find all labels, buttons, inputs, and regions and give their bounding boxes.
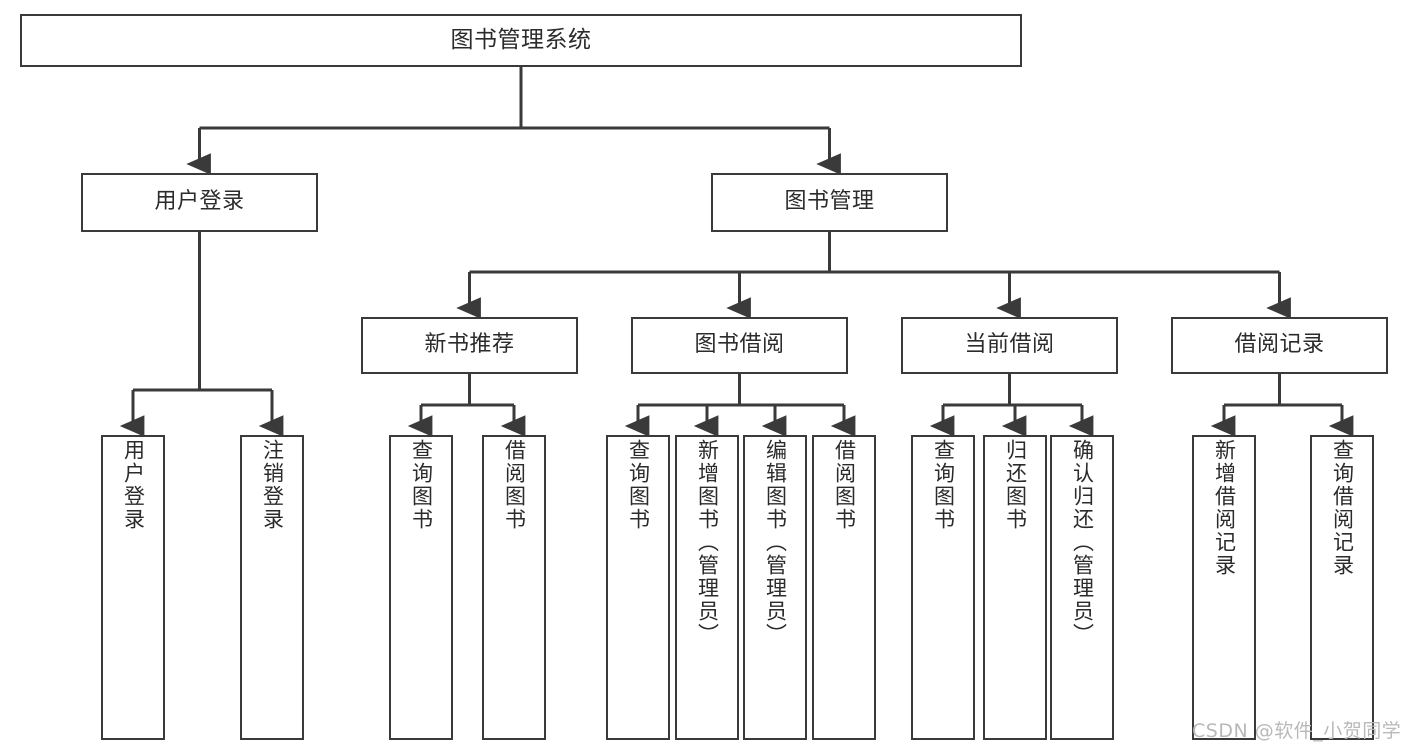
node-root-label: 图书管理系统 bbox=[450, 26, 592, 53]
node-book-borrow-label: 图书借阅 bbox=[694, 332, 785, 358]
leaf-node[interactable]: 查询借阅记录 bbox=[1310, 435, 1374, 740]
leaf-node[interactable]: 用户登录 bbox=[101, 435, 165, 740]
node-new-book-recommend[interactable]: 新书推荐 bbox=[361, 317, 578, 374]
node-book-management[interactable]: 图书管理 bbox=[711, 173, 948, 232]
node-book-borrow[interactable]: 图书借阅 bbox=[631, 317, 848, 374]
leaf-node-label: 查询图书 bbox=[626, 439, 651, 531]
leaf-node[interactable]: 确认归还（管理员） bbox=[1050, 435, 1114, 740]
leaf-node[interactable]: 借阅图书 bbox=[812, 435, 876, 740]
node-borrow-record-label: 借阅记录 bbox=[1234, 332, 1325, 358]
leaf-node-label: 用户登录 bbox=[121, 439, 146, 531]
leaf-node-label: 查询借阅记录 bbox=[1330, 439, 1355, 577]
leaf-node[interactable]: 新增借阅记录 bbox=[1192, 435, 1256, 740]
leaf-node[interactable]: 查询图书 bbox=[911, 435, 975, 740]
leaf-node-label: 注销登录 bbox=[260, 439, 285, 531]
leaf-node[interactable]: 编辑图书（管理员） bbox=[743, 435, 807, 740]
node-new-book-recommend-label: 新书推荐 bbox=[424, 332, 515, 358]
leaf-node[interactable]: 注销登录 bbox=[240, 435, 304, 740]
node-root[interactable]: 图书管理系统 bbox=[20, 14, 1022, 67]
leaf-node-label: 新增借阅记录 bbox=[1212, 439, 1237, 577]
node-borrow-record[interactable]: 借阅记录 bbox=[1171, 317, 1388, 374]
leaf-node-label: 确认归还（管理员） bbox=[1070, 439, 1095, 646]
leaf-node[interactable]: 查询图书 bbox=[389, 435, 453, 740]
leaf-node[interactable]: 新增图书（管理员） bbox=[675, 435, 739, 740]
leaf-node-label: 借阅图书 bbox=[502, 439, 527, 531]
node-book-management-label: 图书管理 bbox=[784, 189, 875, 215]
leaf-node-label: 借阅图书 bbox=[832, 439, 857, 531]
node-current-borrow[interactable]: 当前借阅 bbox=[901, 317, 1118, 374]
leaf-node[interactable]: 归还图书 bbox=[983, 435, 1047, 740]
leaf-node-label: 编辑图书（管理员） bbox=[763, 439, 788, 646]
leaf-node-label: 查询图书 bbox=[409, 439, 434, 531]
leaf-node-label: 归还图书 bbox=[1003, 439, 1028, 531]
node-user-login-label: 用户登录 bbox=[154, 189, 245, 215]
node-current-borrow-label: 当前借阅 bbox=[964, 332, 1055, 358]
node-user-login[interactable]: 用户登录 bbox=[81, 173, 318, 232]
leaf-node[interactable]: 查询图书 bbox=[606, 435, 670, 740]
leaf-node-label: 新增图书（管理员） bbox=[695, 439, 720, 646]
leaf-node[interactable]: 借阅图书 bbox=[482, 435, 546, 740]
leaf-node-label: 查询图书 bbox=[931, 439, 956, 531]
